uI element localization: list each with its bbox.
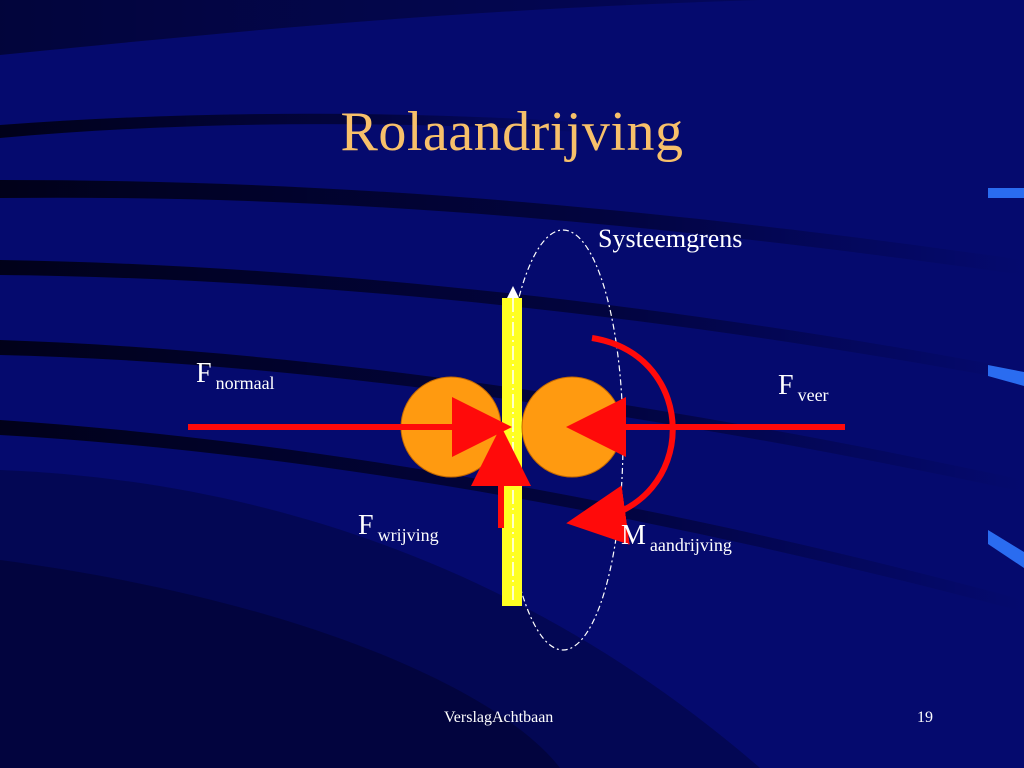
footer-text: VerslagAchtbaan (444, 709, 554, 726)
page-number: 19 (917, 709, 933, 726)
f-wrijving-main: F (358, 510, 374, 541)
slide-title: Rolaandrijving (340, 101, 684, 163)
f-normaal-sub: normaal (215, 373, 275, 393)
f-normaal-main: F (196, 358, 212, 389)
systeemgrens-label: Systeemgrens (598, 224, 743, 253)
m-aandrijving-main: M (621, 520, 646, 551)
rail (502, 298, 522, 606)
m-aandrijving-arrow (566, 335, 676, 545)
f-veer-main: F (778, 370, 794, 401)
m-aandrijving-sub: aandrijving (649, 535, 732, 555)
f-wrijving-sub: wrijving (377, 525, 439, 545)
f-veer-sub: veer (797, 385, 829, 405)
